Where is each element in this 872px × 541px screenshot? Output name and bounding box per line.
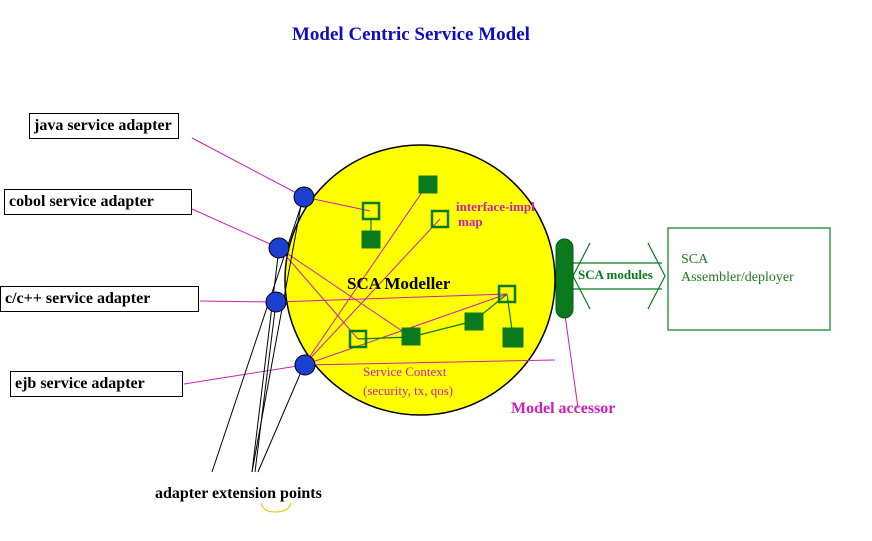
interface-impl-label: interface-impl <box>456 199 535 214</box>
assembler-subtitle: Assembler/deployer <box>681 270 794 285</box>
extension-line <box>257 364 305 473</box>
adapter-port-java <box>293 186 315 208</box>
java-service-adapter-box: java service adapter <box>29 113 179 139</box>
extension-point-lines <box>211 196 305 473</box>
interface-node <box>348 329 368 349</box>
sca-modules-arrow <box>572 242 666 310</box>
adapter-port-ejb <box>294 354 316 376</box>
ejb-service-adapter-box: ejb service adapter <box>10 371 183 397</box>
adapter-ports <box>265 186 316 376</box>
adapter-connectors <box>183 137 305 385</box>
connector-ejb <box>183 364 305 385</box>
adapter-port-cpp <box>265 291 287 313</box>
assembler-box <box>667 227 831 331</box>
internal-line <box>303 196 371 212</box>
internal-line <box>303 359 556 366</box>
impl-nodes <box>361 175 524 348</box>
internal-line <box>275 293 508 303</box>
diagram-title: Model Centric Service Model <box>292 24 530 45</box>
adapter-extension-points-label: adapter extension points <box>155 485 322 502</box>
extension-line <box>254 301 277 473</box>
connector-cpp <box>199 300 277 303</box>
impl-node <box>401 327 421 346</box>
internal-line <box>278 247 412 338</box>
arrow-head-left <box>572 242 591 310</box>
model-accessor-connector <box>555 238 574 319</box>
impl-node <box>418 175 438 194</box>
impl-node <box>464 312 484 331</box>
extension-line <box>251 199 303 473</box>
sca-modeller-label: SCA Modeller <box>347 274 451 293</box>
arrow-head-right <box>647 242 666 310</box>
internal-line <box>303 184 428 366</box>
assembler-title: SCA <box>681 252 709 267</box>
cpp-service-adapter-box: c/c++ service adapter <box>0 286 199 312</box>
internal-line <box>564 314 579 409</box>
internal-line <box>278 247 359 340</box>
connector-cobol <box>191 208 280 249</box>
map-label: map <box>458 214 483 229</box>
interface-nodes <box>348 201 517 349</box>
cobol-service-adapter-box: cobol service adapter <box>4 189 192 215</box>
service-context-label: Service Context <box>363 364 447 379</box>
interface-node <box>430 209 450 229</box>
impl-node <box>361 230 381 249</box>
interface-node <box>361 201 381 221</box>
internal-line <box>303 218 441 366</box>
interface-node <box>497 284 517 304</box>
extension-line <box>251 247 280 473</box>
model-accessor-label: Model accessor <box>511 400 616 417</box>
connector-java <box>191 137 305 198</box>
service-context-qualifiers: (security, tx, qos) <box>363 383 454 398</box>
adapter-port-cobol <box>268 237 290 259</box>
sca-modules-label: SCA modules <box>578 267 653 282</box>
impl-node <box>502 327 524 348</box>
extension-line <box>211 196 305 473</box>
model-link <box>410 320 475 338</box>
squiggle-mark <box>260 502 292 513</box>
